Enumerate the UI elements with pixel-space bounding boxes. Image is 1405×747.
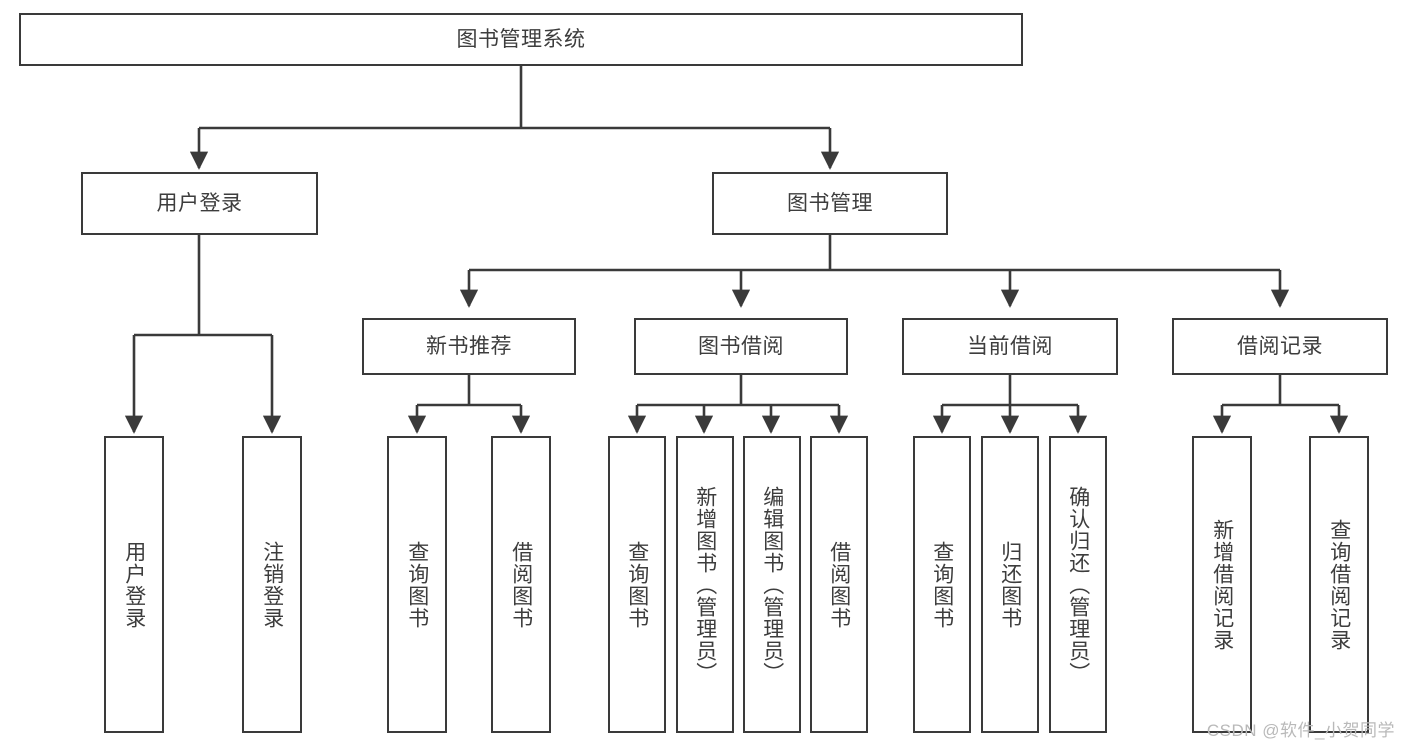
node-book-management[interactable]: 图书管理 xyxy=(712,172,948,235)
leaf-label: 编辑图书（管理员） xyxy=(760,485,784,684)
leaf-label: 新增借阅记录 xyxy=(1210,518,1234,651)
leaf-return-book[interactable]: 归还图书 xyxy=(981,436,1039,733)
node-new-book-recommend[interactable]: 新书推荐 xyxy=(362,318,576,375)
leaf-user-logout[interactable]: 注销登录 xyxy=(242,436,302,733)
leaf-query-book-recommend[interactable]: 查询图书 xyxy=(387,436,447,733)
leaf-label: 借阅图书 xyxy=(509,540,533,629)
node-user-login[interactable]: 用户登录 xyxy=(81,172,318,235)
node-label: 图书借阅 xyxy=(698,334,784,358)
node-borrow-record[interactable]: 借阅记录 xyxy=(1172,318,1388,375)
leaf-label: 借阅图书 xyxy=(827,540,851,629)
leaf-query-book-borrow[interactable]: 查询图书 xyxy=(608,436,666,733)
node-root-book-management-system[interactable]: 图书管理系统 xyxy=(19,13,1023,66)
leaf-label: 新增图书（管理员） xyxy=(693,485,717,684)
leaf-label: 用户登录 xyxy=(122,540,146,629)
node-label: 用户登录 xyxy=(156,191,243,215)
node-label: 图书管理系统 xyxy=(456,27,586,51)
leaf-label: 查询图书 xyxy=(930,540,954,629)
node-current-borrow[interactable]: 当前借阅 xyxy=(902,318,1118,375)
watermark-text: CSDN @软件_小贺同学 xyxy=(1206,721,1395,740)
node-book-borrow[interactable]: 图书借阅 xyxy=(634,318,848,375)
leaf-label: 归还图书 xyxy=(998,540,1022,629)
leaf-borrow-book-borrow[interactable]: 借阅图书 xyxy=(810,436,868,733)
leaf-label: 查询图书 xyxy=(625,540,649,629)
node-label: 新书推荐 xyxy=(426,334,512,358)
leaf-add-book-admin[interactable]: 新增图书（管理员） xyxy=(676,436,734,733)
leaf-user-login[interactable]: 用户登录 xyxy=(104,436,164,733)
node-label: 借阅记录 xyxy=(1237,334,1323,358)
leaf-query-borrow-record[interactable]: 查询借阅记录 xyxy=(1309,436,1369,733)
leaf-add-borrow-record[interactable]: 新增借阅记录 xyxy=(1192,436,1252,733)
leaf-confirm-return-admin[interactable]: 确认归还（管理员） xyxy=(1049,436,1107,733)
node-label: 图书管理 xyxy=(787,191,873,215)
leaf-label: 查询图书 xyxy=(405,540,429,629)
leaf-label: 查询借阅记录 xyxy=(1327,518,1351,651)
leaf-edit-book-admin[interactable]: 编辑图书（管理员） xyxy=(743,436,801,733)
leaf-label: 注销登录 xyxy=(260,540,284,629)
leaf-borrow-book-recommend[interactable]: 借阅图书 xyxy=(491,436,551,733)
node-label: 当前借阅 xyxy=(967,334,1053,358)
leaf-label: 确认归还（管理员） xyxy=(1066,485,1090,684)
leaf-query-book-current[interactable]: 查询图书 xyxy=(913,436,971,733)
